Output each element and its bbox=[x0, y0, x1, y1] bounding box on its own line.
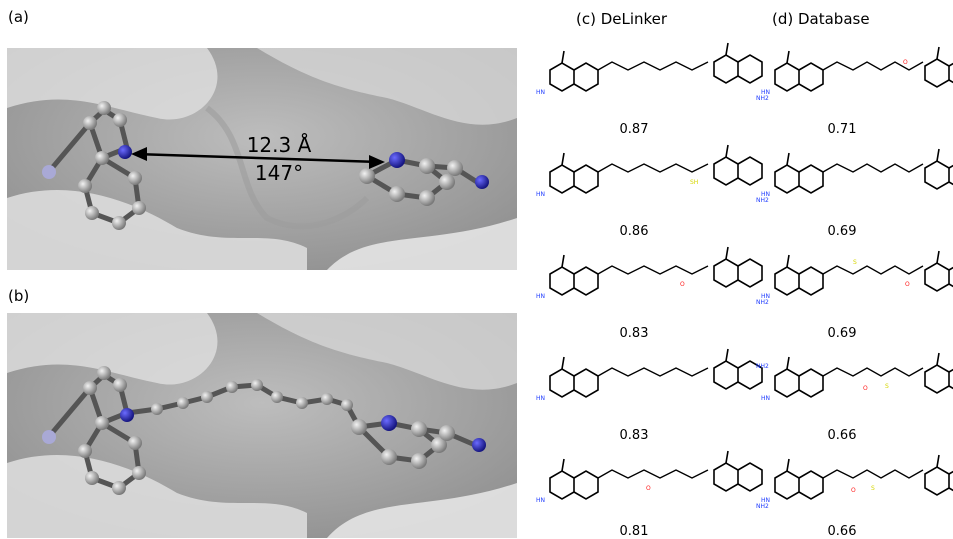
delinker-score-4: 0.83 bbox=[619, 428, 649, 443]
svg-text:O: O bbox=[863, 385, 868, 392]
svg-text:HN: HN bbox=[536, 89, 545, 96]
angle-label: 147° bbox=[255, 161, 303, 185]
delinker-structure-4: HN NH2 bbox=[536, 348, 769, 402]
linked-molecule-b bbox=[42, 366, 486, 495]
database-structure-3: HN S O bbox=[761, 250, 953, 300]
database-score-2: 0.69 bbox=[827, 224, 857, 239]
svg-text:HN: HN bbox=[536, 395, 545, 402]
database-score-4: 0.66 bbox=[827, 428, 857, 443]
svg-text:S: S bbox=[885, 383, 889, 390]
svg-text:HN: HN bbox=[536, 497, 545, 504]
svg-text:HN: HN bbox=[761, 293, 770, 300]
svg-text:HN: HN bbox=[761, 395, 770, 402]
svg-text:SH: SH bbox=[690, 179, 698, 186]
database-structure-2: HN bbox=[761, 148, 953, 198]
right-fragment-a bbox=[359, 152, 489, 206]
delinker-structure-2: HN SH NH2 bbox=[536, 144, 769, 204]
panel-b-render bbox=[7, 313, 517, 538]
svg-text:NH2: NH2 bbox=[756, 299, 769, 306]
distance-label: 12.3 Å bbox=[247, 133, 312, 157]
svg-text:NH2: NH2 bbox=[756, 197, 769, 204]
svg-text:HN: HN bbox=[761, 89, 770, 96]
panel-a-render: 12.3 Å 147° bbox=[7, 48, 517, 270]
left-fragment-a bbox=[42, 101, 146, 230]
svg-text:HN: HN bbox=[536, 293, 545, 300]
delinker-structure-3: HN O NH2 bbox=[536, 246, 769, 306]
svg-text:O: O bbox=[905, 281, 910, 288]
protein-surface-b bbox=[7, 313, 517, 538]
distance-arrow bbox=[131, 147, 385, 169]
svg-text:NH2: NH2 bbox=[756, 95, 769, 102]
database-structure-1: HN O bbox=[761, 46, 953, 96]
protein-surface-a: 12.3 Å 147° bbox=[7, 48, 517, 270]
delinker-structure-5: HN O NH2 bbox=[536, 450, 769, 510]
svg-text:S: S bbox=[853, 259, 857, 266]
database-score-5: 0.66 bbox=[827, 524, 857, 539]
svg-text:O: O bbox=[851, 487, 856, 494]
molecule-grid: HN NH2 HN SH NH2 HN O NH2 HN NH2 HN O NH… bbox=[536, 42, 953, 510]
svg-text:HN: HN bbox=[761, 191, 770, 198]
svg-text:HN: HN bbox=[536, 191, 545, 198]
database-structure-5: HN S O bbox=[761, 454, 953, 504]
svg-text:O: O bbox=[680, 281, 685, 288]
delinker-score-2: 0.86 bbox=[619, 224, 649, 239]
database-score-1: 0.71 bbox=[827, 122, 857, 137]
panel-a-label: (a) bbox=[8, 8, 29, 26]
delinker-score-3: 0.83 bbox=[619, 326, 649, 341]
svg-text:NH2: NH2 bbox=[756, 503, 769, 510]
svg-text:S: S bbox=[871, 485, 875, 492]
panel-d-label: (d) Database bbox=[772, 10, 870, 28]
database-score-3: 0.69 bbox=[827, 326, 857, 341]
delinker-score-1: 0.87 bbox=[619, 122, 649, 137]
svg-text:HN: HN bbox=[761, 497, 770, 504]
svg-text:O: O bbox=[646, 485, 651, 492]
panel-c-label: (c) DeLinker bbox=[576, 10, 668, 28]
svg-text:O: O bbox=[903, 59, 908, 66]
delinker-structure-1: HN NH2 bbox=[536, 42, 769, 102]
database-structure-4: HN S O bbox=[761, 352, 953, 402]
svg-text:NH2: NH2 bbox=[756, 363, 769, 370]
delinker-score-5: 0.81 bbox=[619, 524, 649, 539]
panel-b-label: (b) bbox=[8, 287, 30, 305]
